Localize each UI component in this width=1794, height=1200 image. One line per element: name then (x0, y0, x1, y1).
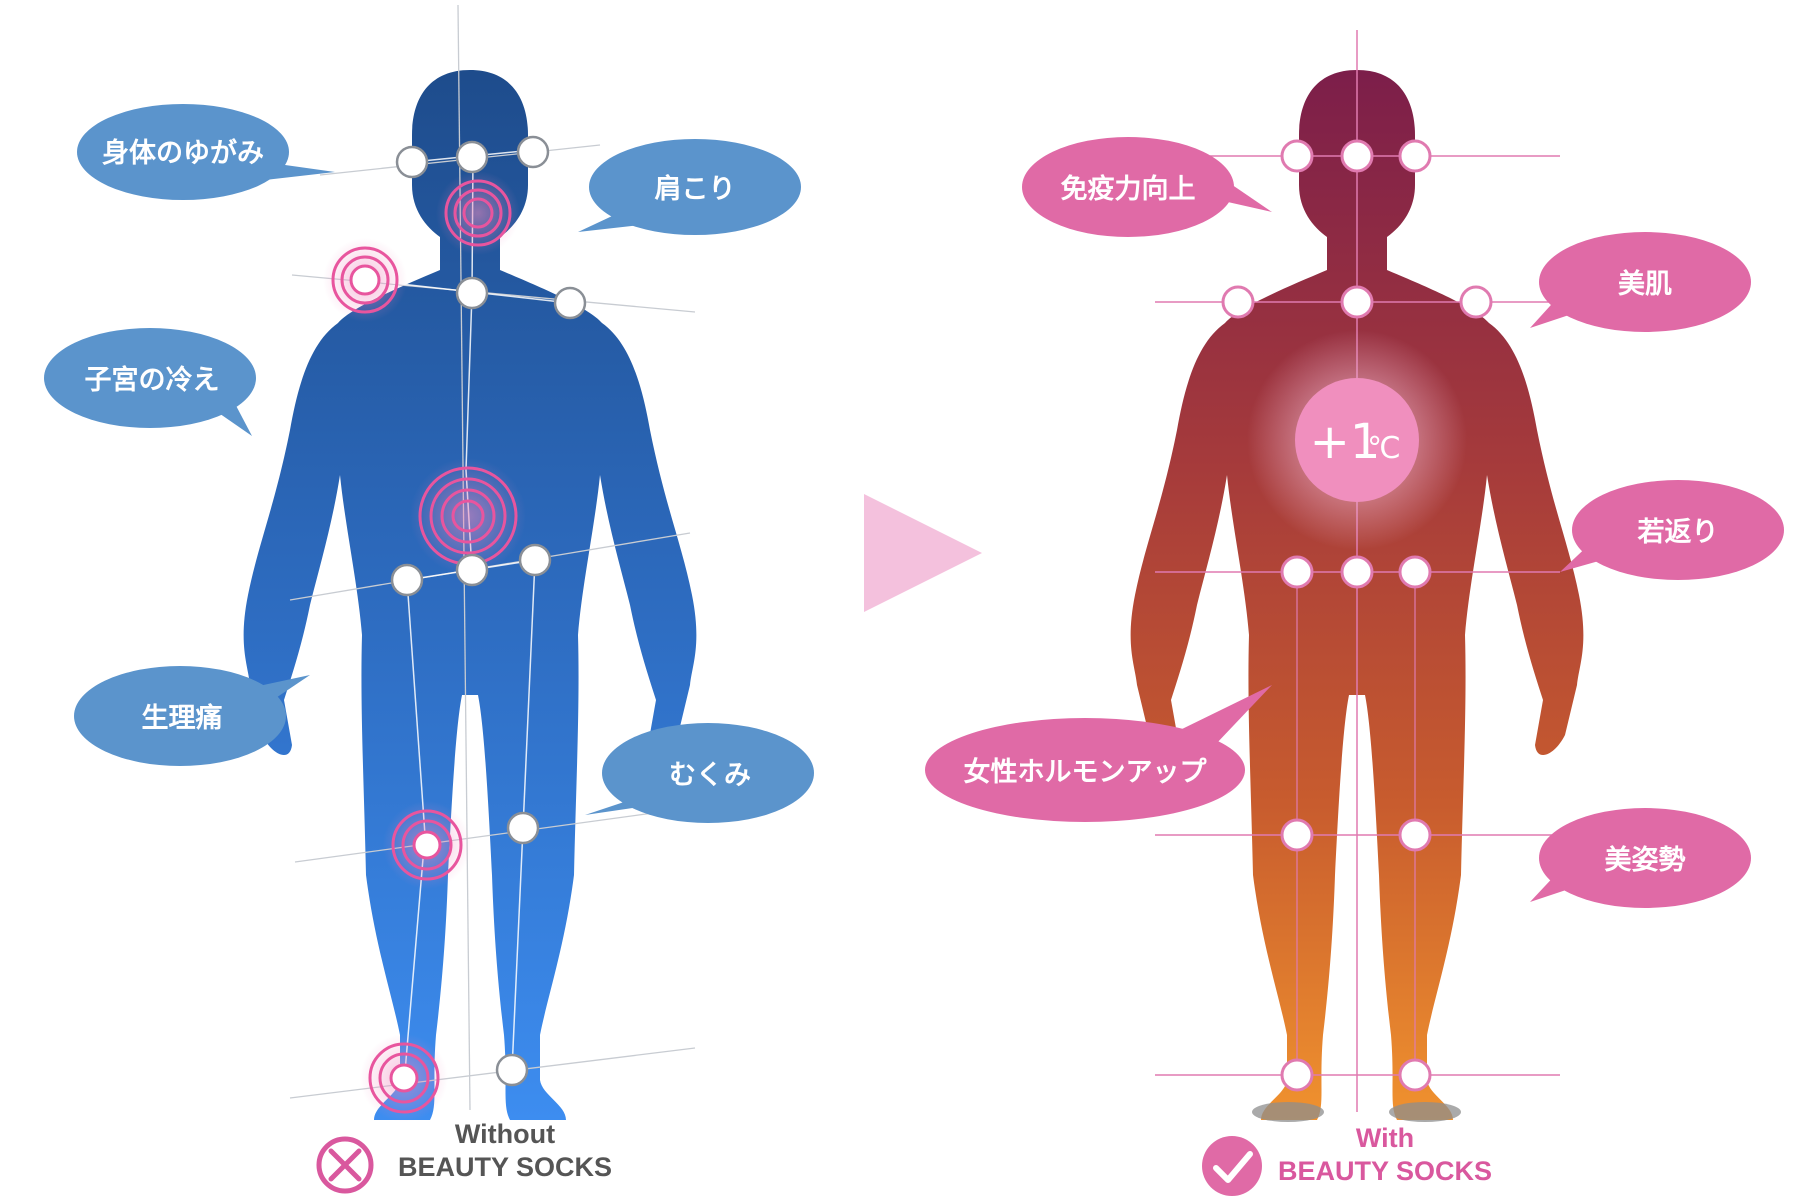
caption-line2: BEAUTY SOCKS (1277, 1155, 1493, 1186)
left-figure: 身体のゆがみ 肩こり 子宮の冷え 生理痛 むくみ (44, 4, 814, 1194)
bubble-text: 美姿勢 (1605, 844, 1686, 876)
bubble-text: 肩こり (655, 173, 736, 205)
bubble-distortion (77, 104, 335, 200)
temp-unit: ℃ (1367, 431, 1401, 466)
temperature-badge: +1 ℃ (1247, 330, 1467, 550)
bubble-uterus-cold (44, 328, 256, 436)
caption-line1: Without (454, 1119, 556, 1149)
bubble-immunity (1022, 137, 1272, 237)
bubble-text: 生理痛 (142, 702, 223, 734)
x-circle-icon (316, 1136, 374, 1194)
arrow-right-icon (864, 494, 982, 612)
bubble-text: 美肌 (1618, 268, 1672, 300)
caption-line1: With (1355, 1123, 1415, 1153)
bubble-text: 免疫力向上 (1061, 173, 1196, 205)
caption-line2: BEAUTY SOCKS (397, 1151, 613, 1182)
check-circle-icon (1202, 1136, 1262, 1196)
pain-marker-knee (383, 801, 471, 889)
caption-without: Without BEAUTY SOCKS (390, 1118, 620, 1184)
bubble-posture (1530, 808, 1751, 908)
pain-marker-shoulder (323, 238, 407, 322)
joint-dots-right (1221, 139, 1493, 1092)
bubble-female-hormone (925, 685, 1272, 822)
bubble-stiff-shoulder (578, 139, 801, 235)
bubble-text: 身体のゆがみ (102, 137, 264, 169)
bubble-period-pain (74, 666, 310, 766)
bubble-beautiful-skin (1530, 232, 1751, 332)
pain-marker-neck (436, 171, 520, 255)
right-figure: +1 ℃ (925, 30, 1784, 1196)
bubble-rejuvenation (1560, 480, 1784, 580)
bubble-text: 子宮の冷え (85, 364, 220, 396)
joint-dots-left (390, 135, 587, 1087)
caption-with: With BEAUTY SOCKS (1265, 1122, 1505, 1188)
temp-plus: +1 (1310, 414, 1381, 470)
bubble-text: むくみ (669, 760, 751, 791)
bubble-text: 女性ホルモンアップ (964, 756, 1208, 788)
bubble-text: 若返り (1638, 517, 1719, 548)
pain-marker-ankle (360, 1034, 448, 1122)
bubble-swelling (585, 723, 814, 823)
